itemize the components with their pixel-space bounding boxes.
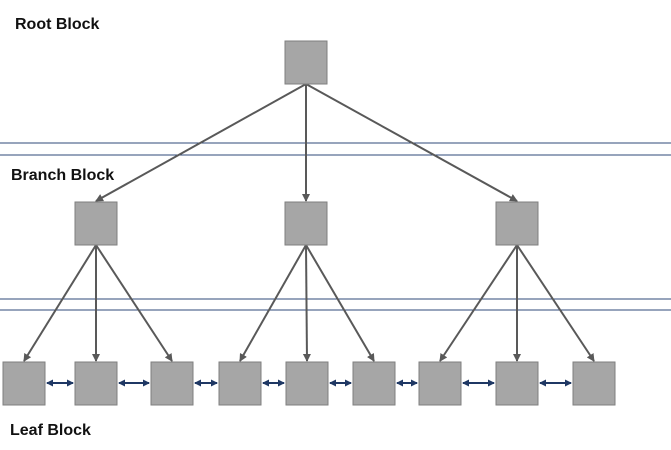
branch-block-3 [495,201,539,246]
branch-block-label: Branch Block [11,167,115,184]
leaf-block-9 [572,361,616,406]
tree-edge-arrow [439,244,518,362]
leaf-block-5 [285,361,329,406]
tree-edge-arrow [239,244,307,362]
tree-edge-arrow [95,244,173,362]
leaf-block-4 [218,361,262,406]
tree-edge-arrow [302,244,311,362]
leaf-block-2 [74,361,118,406]
tree-edge-arrow [305,83,518,202]
leaf-block-label: Leaf Block [10,422,91,439]
root-block-label: Root Block [15,16,100,33]
leaf-block-3 [150,361,194,406]
leaf-block-1 [2,361,46,406]
branch-block-2 [284,201,328,246]
tree-edge-arrow [516,244,595,362]
branch-block-1 [74,201,118,246]
root-block [284,40,328,85]
tree-edges [23,83,595,362]
leaf-block-6 [352,361,396,406]
tree-edge-arrow [95,83,307,202]
leaf-block-7 [418,361,462,406]
tree-edge-arrow [23,244,97,362]
leaf-block-8 [495,361,539,406]
tree-edge-arrow [305,244,375,362]
blocks [2,40,616,406]
